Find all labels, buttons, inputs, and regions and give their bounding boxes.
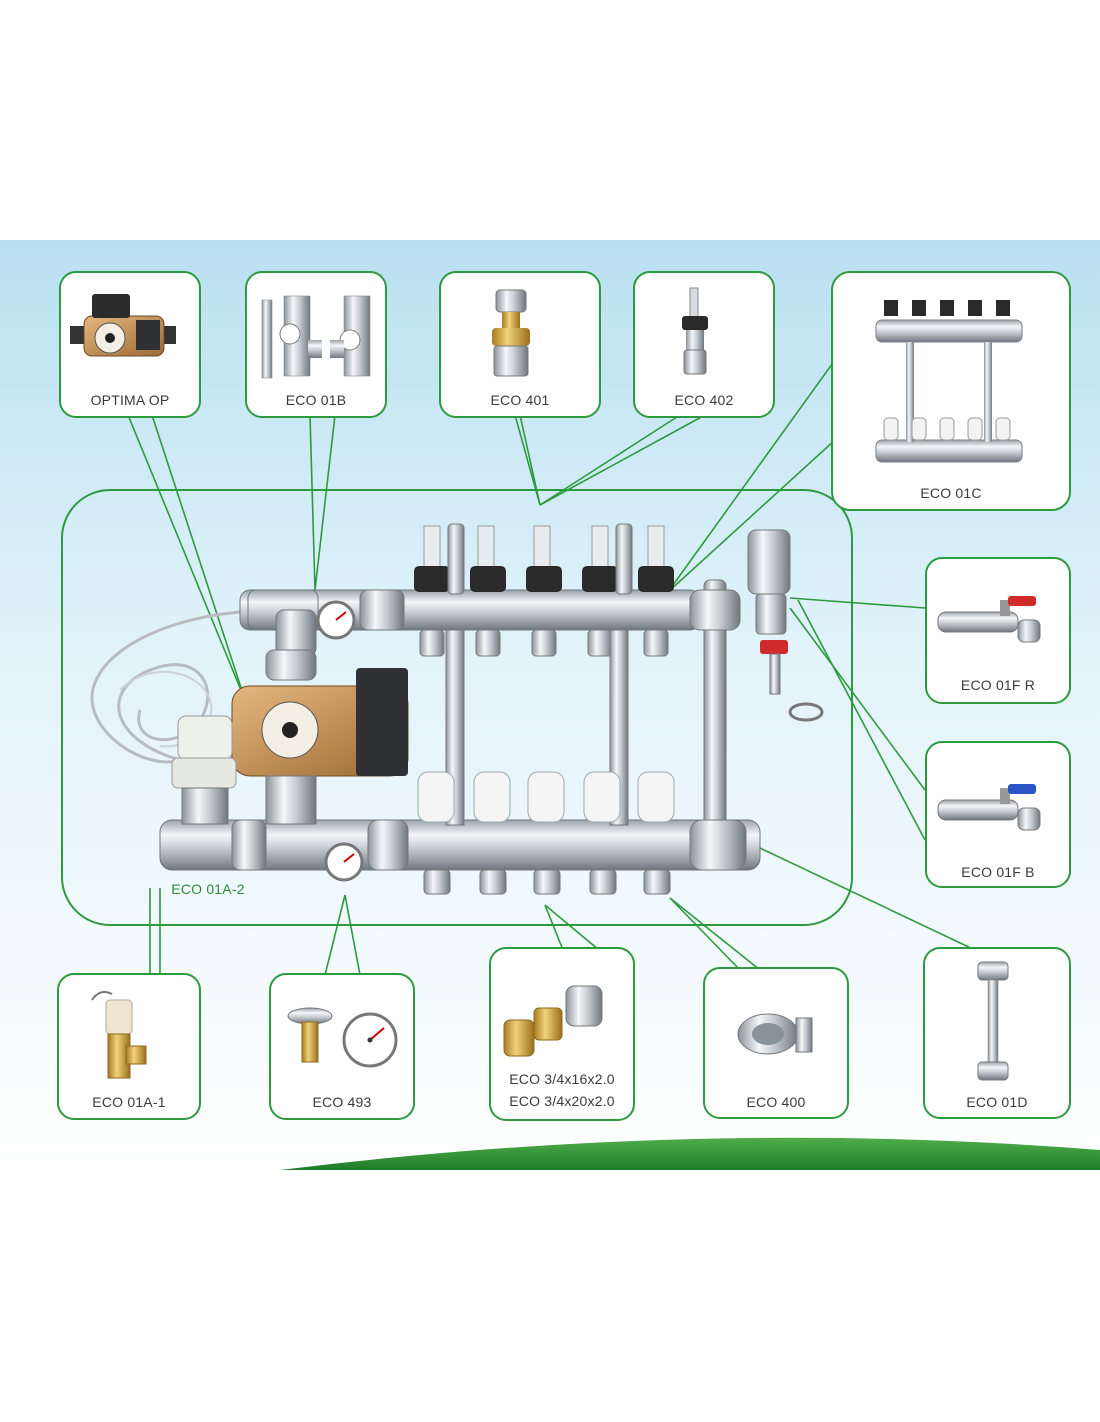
label-eco01fr: ECO 01F R [961,677,1035,693]
label-eco01fb: ECO 01F B [961,864,1034,880]
central-frame [61,489,853,926]
label-eco493: ECO 493 [313,1094,372,1110]
optima-pump-icon [70,294,176,357]
label-eco34-line1: ECO 3/4x16x2.0 [509,1071,615,1087]
label-optima: OPTIMA OP [91,392,170,408]
label-eco34-line2: ECO 3/4x20x2.0 [509,1093,615,1109]
label-eco01a2: ECO 01A-2 [171,881,244,897]
label-eco01a1: ECO 01A-1 [92,1094,165,1110]
eco01c-manifold-icon [875,300,1023,463]
label-eco401: ECO 401 [491,392,550,408]
eco401-valve-icon [492,289,530,377]
eco34-fitting-icon [503,985,603,1057]
eco01d-connector-icon [977,961,1009,1081]
eco01fr-valve-icon [937,596,1041,643]
label-eco402: ECO 402 [675,392,734,408]
eco493-gauge-icon [287,1007,398,1068]
label-eco01b: ECO 01B [286,392,347,408]
eco01a1-valve-icon [91,991,147,1079]
label-eco01d: ECO 01D [966,1094,1027,1110]
eco402-flowmeter-icon [682,287,708,375]
label-eco01c: ECO 01C [920,485,981,501]
eco01b-fittings-icon [261,295,371,379]
eco400-nipple-icon [737,1013,813,1055]
eco01fb-valve-icon [937,784,1041,831]
green-swoosh [280,1137,1100,1170]
central-manifold-assembly [90,523,824,895]
label-eco400: ECO 400 [747,1094,806,1110]
